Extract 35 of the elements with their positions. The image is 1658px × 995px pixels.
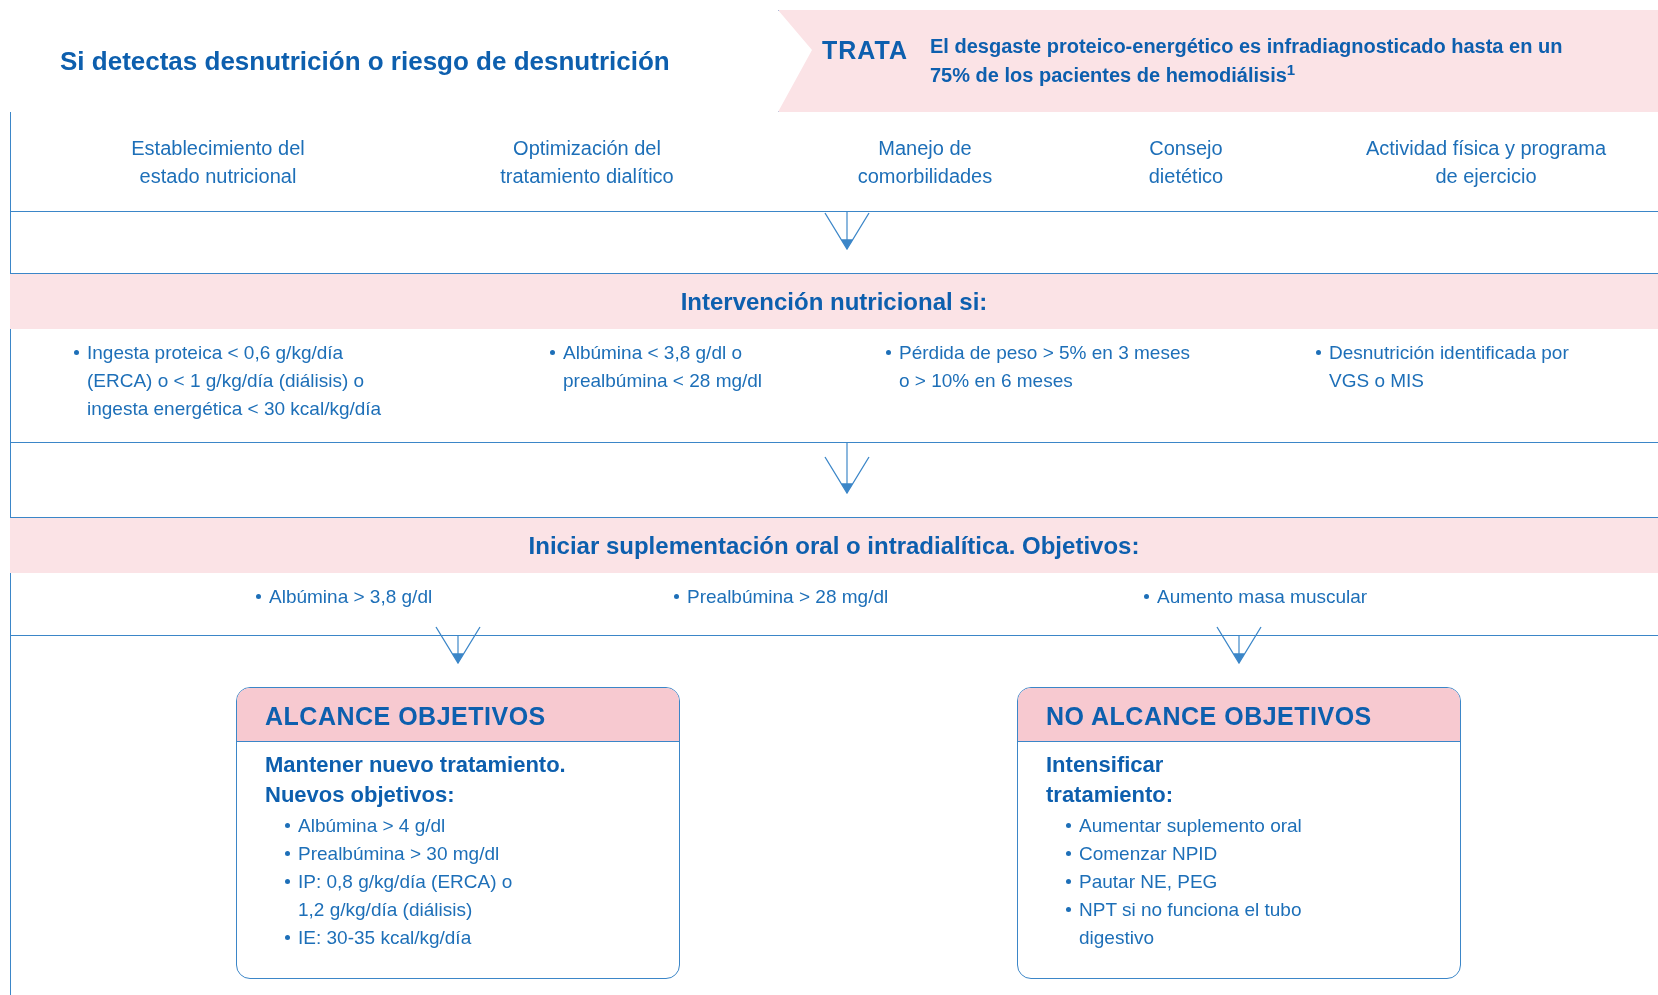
box-title: ALCANCE OBJETIVOS [265, 700, 546, 732]
measure-text: Manejo de comorbilidades [856, 136, 994, 189]
treat-label: TRATA [822, 35, 908, 66]
bullet-text: IP: 0,8 g/kg/día (ERCA) o 1,2 g/kg/día (diálisis) [298, 870, 514, 922]
bullet-text: IE: 30-35 kcal/kg/día [298, 926, 472, 950]
bullet-text: Albúmina > 4 g/dl [298, 814, 446, 838]
section-heading: Iniciar suplementación oral o intradialítica. Objetivos: [528, 530, 1140, 561]
outcome-box [236, 687, 680, 979]
measure-text: Establecimiento del estado nutricional [130, 136, 306, 189]
objectives-panel [10, 517, 1658, 636]
bullet-text: Aumento masa muscular [1157, 585, 1368, 609]
criteria-panel [10, 273, 1658, 443]
section-heading: Intervención nutricional si: [680, 286, 988, 317]
highlight-text: El desgaste proteico-energético es infradiagnosticado hasta en un 75% de los pacientes de hemodiálisis$^{1}$ [930, 34, 1564, 88]
box-title: NO ALCANCE OBJETIVOS [1046, 700, 1372, 732]
bullet-text: NPT si no funciona el tubo digestivo [1079, 898, 1303, 950]
bullet-text: Albúmina > 3,8 g/dl [269, 585, 433, 609]
bullet-text: Prealbúmina > 28 mg/dl [687, 585, 889, 609]
measure-text: Optimización del tratamiento dialítico [499, 136, 675, 189]
box-subheading: Nuevos objetivos: [265, 781, 456, 809]
box-subheading: Mantener nuevo tratamiento. [265, 751, 567, 779]
highlight-panel [778, 10, 1658, 112]
bullet-text: Ingesta proteica < 0,6 g/kg/día (ERCA) o < 1 g/kg/día (diálisis) o ingesta energética < 30 kcal/kg/día [87, 341, 383, 421]
bullet-text: Pautar NE, PEG [1079, 870, 1218, 894]
outcome-box [1017, 687, 1461, 979]
measure-text: Actividad física y programa de ejercicio [1364, 136, 1608, 189]
bullet-text: Desnutrición identificada por VGS o MIS [1329, 341, 1570, 393]
bullet-text: Albúmina < 3,8 g/dl o prealbúmina < 28 mg/dl [563, 341, 764, 393]
bullet-text: Pérdida de peso > 5% en 3 meses o > 10% en 6 meses [899, 341, 1191, 393]
bullet-text: Aumentar suplemento oral [1079, 814, 1302, 838]
bullet-text: Prealbúmina > 30 mg/dl [298, 842, 500, 866]
measure-text: Consejo dietético [1147, 136, 1225, 189]
header-title: Si detectas desnutrición o riesgo de desnutrición [60, 44, 670, 78]
bullet-text: Comenzar NPID [1079, 842, 1218, 866]
box-subheading: Intensificar tratamiento: [1046, 751, 1175, 809]
